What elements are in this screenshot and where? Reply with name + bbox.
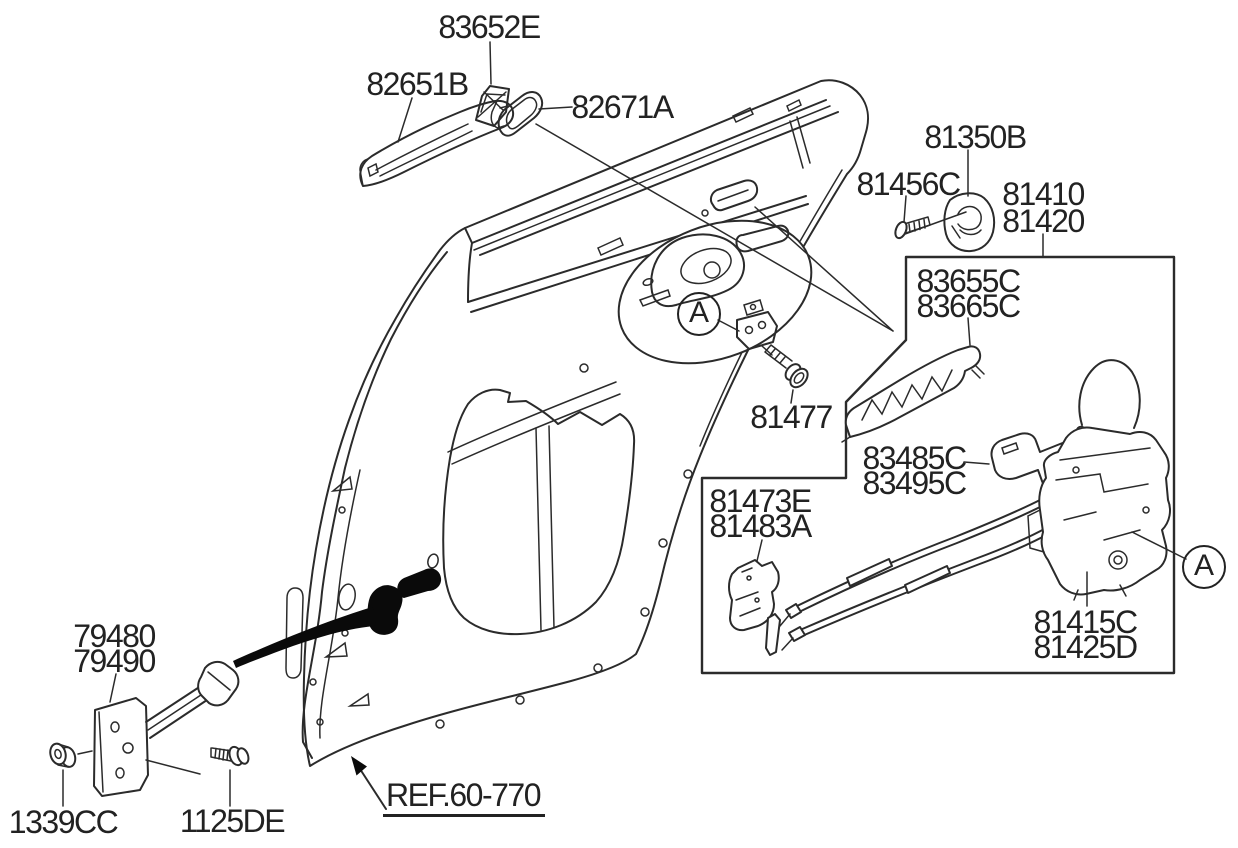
inner-handle-detail-balloon (617, 219, 813, 365)
ref-arrow (351, 756, 387, 810)
part-label-81415C: 81415C (1033, 604, 1138, 640)
door-panel-drawing (285, 79, 869, 767)
part-label-79480: 79480 (73, 618, 156, 654)
screw-drawing (894, 211, 967, 240)
checker-silhouette (233, 568, 442, 668)
part-label-81410: 81410 (1002, 176, 1085, 212)
part-label-1339CC: 1339CC (8, 804, 119, 840)
part-label-81483A: 81483A (709, 508, 812, 544)
connector-cap-drawing (728, 559, 780, 632)
part-label-81456C: 81456C (856, 166, 961, 202)
part-label-81420: 81420 (1002, 203, 1085, 239)
leader-lines (62, 41, 1187, 807)
striker-drawing (943, 192, 996, 253)
part-label-82671A: 82671A (571, 89, 674, 125)
handle-base-drawing (841, 345, 985, 443)
detail-marker-a-lock: A (1182, 545, 1226, 589)
latch-bracket-drawing (736, 299, 778, 350)
part-label-83665C: 83665C (916, 288, 1021, 324)
nut-drawing (49, 742, 77, 768)
detail-marker-a-door: A (677, 292, 721, 336)
door-lock-actuator-drawing (1027, 359, 1171, 601)
part-label-83655C: 83655C (916, 263, 1021, 299)
part-label-81350B: 81350B (924, 119, 1027, 155)
lock-cables-drawing (765, 499, 1051, 656)
part-label-83495C: 83495C (862, 465, 967, 501)
handle-bracket-drawing (475, 85, 510, 127)
bolt-81477-drawing (764, 344, 809, 389)
part-label-83485C: 83485C (862, 440, 967, 476)
part-label-83652E: 83652E (438, 9, 541, 45)
part-label-81425D: 81425D (1033, 629, 1138, 665)
part-label-1125DE: 1125DE (179, 803, 286, 839)
door-checker-drawing (93, 660, 240, 797)
part-label-79490: 79490 (73, 643, 156, 679)
ref-callout: REF.60-770 (383, 779, 545, 817)
part-label-81473E: 81473E (709, 483, 812, 519)
part-label-81477: 81477 (750, 399, 833, 435)
detail-box (700, 255, 1176, 675)
bolt-1125DE-drawing (210, 745, 250, 767)
part-label-82651B: 82651B (366, 66, 469, 102)
outside-handle-drawing (359, 99, 515, 187)
gasket-drawing (497, 91, 544, 137)
